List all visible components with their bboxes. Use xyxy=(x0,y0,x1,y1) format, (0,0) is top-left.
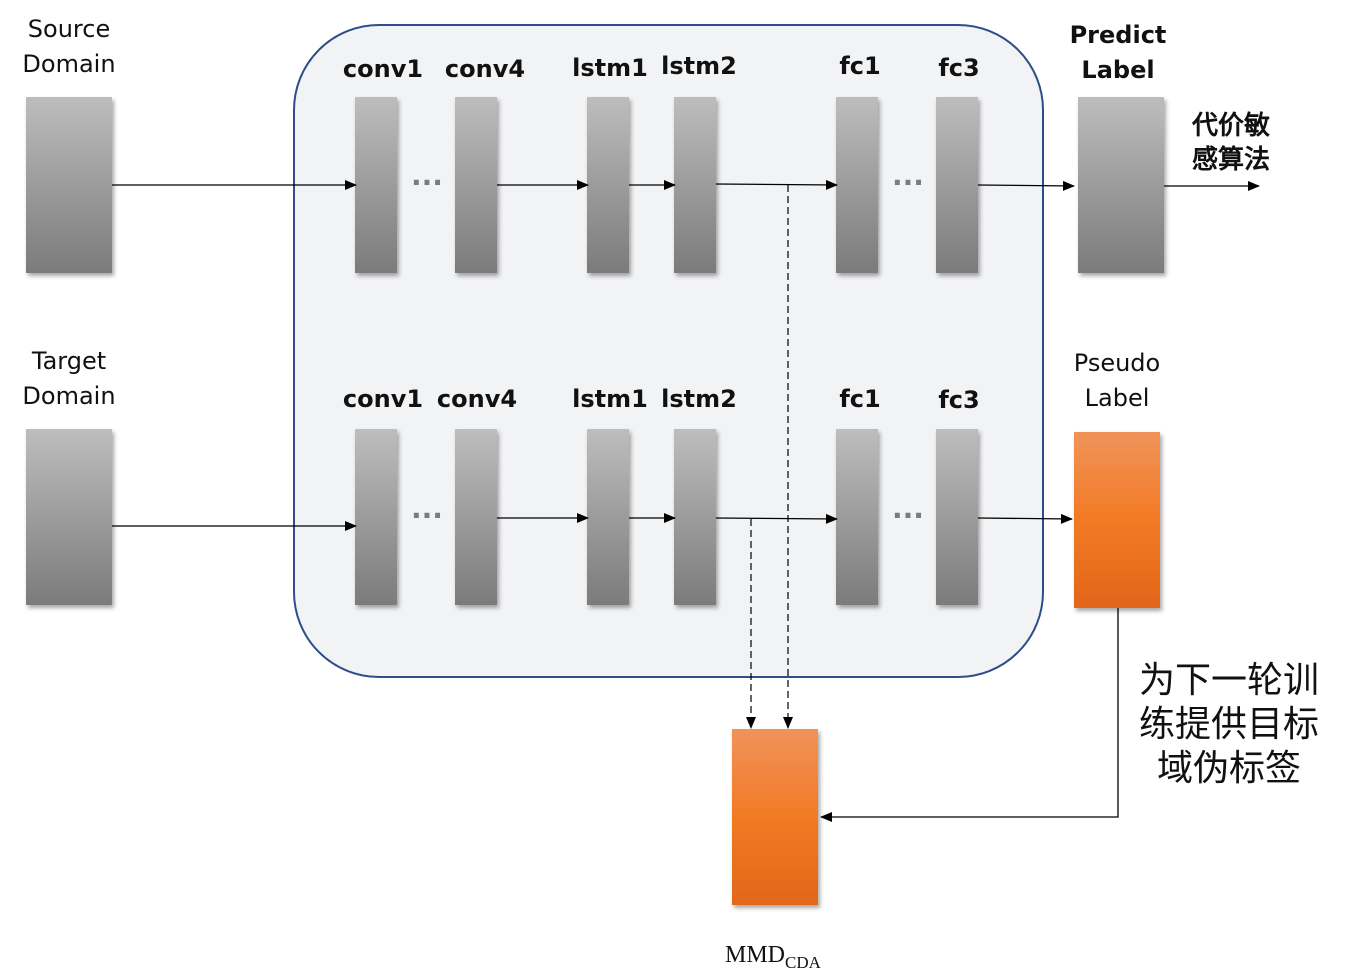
top-ellipsis-1: ··· xyxy=(411,166,443,199)
bottom-fc1-block xyxy=(836,429,878,605)
bottom-lstm2-block xyxy=(674,429,716,605)
pseudo-note-line-2: 练提供目标 xyxy=(1139,704,1319,745)
bottom-conv4-block xyxy=(455,429,497,605)
top-fc1-label: fc1 xyxy=(839,52,880,80)
bottom-ellipsis-2: ··· xyxy=(892,499,924,532)
source-domain-label-1: Source xyxy=(28,15,110,43)
cost-sensitive-line-2: 感算法 xyxy=(1192,144,1270,175)
arrow-top-fc3-to-predict xyxy=(977,180,1075,191)
arrow-bottom-fc3-to-pseudo xyxy=(977,513,1073,524)
bottom-fc3-block xyxy=(936,429,978,605)
arrow-pseudo-to-mmd xyxy=(820,608,1119,822)
pseudo-label-line-2: Label xyxy=(1085,384,1150,412)
top-ellipsis-2: ··· xyxy=(892,166,924,199)
top-lstm1-block xyxy=(587,97,629,273)
bottom-lstm1-block xyxy=(587,429,629,605)
top-conv4-block xyxy=(455,97,497,273)
bottom-fc1-label: fc1 xyxy=(839,385,880,413)
bottom-conv4-label: conv4 xyxy=(437,385,517,413)
bottom-lstm1-label: lstm1 xyxy=(572,385,648,413)
target-domain-block xyxy=(26,429,112,605)
bottom-ellipsis-1: ··· xyxy=(411,499,443,532)
top-lstm2-label: lstm2 xyxy=(661,52,737,80)
top-conv4-label: conv4 xyxy=(445,55,525,83)
predict-label-block xyxy=(1078,97,1164,273)
arrow-top-lstm2-to-fc1 xyxy=(715,179,838,190)
network-container xyxy=(293,24,1044,678)
source-domain-block xyxy=(26,97,112,273)
bottom-conv1-label: conv1 xyxy=(343,385,423,413)
top-fc3-label: fc3 xyxy=(938,54,979,82)
top-conv1-block xyxy=(355,97,397,273)
bottom-fc3-label: fc3 xyxy=(938,386,979,414)
target-domain-label-1: Target xyxy=(31,347,106,375)
bottom-conv1-block xyxy=(355,429,397,605)
top-fc3-block xyxy=(936,97,978,273)
pseudo-note-line-1: 为下一轮训 xyxy=(1139,660,1319,701)
predict-label-line-2: Label xyxy=(1081,56,1154,84)
pseudo-label-line-1: Pseudo xyxy=(1074,349,1160,377)
target-domain-label-2: Domain xyxy=(22,382,115,410)
pseudo-label-block xyxy=(1074,432,1160,608)
arrow-bottom-lstm2-to-fc1 xyxy=(715,513,838,524)
bottom-lstm2-label: lstm2 xyxy=(661,385,737,413)
mmd-block xyxy=(732,729,818,905)
pseudo-note-line-3: 域伪标签 xyxy=(1157,748,1301,789)
top-fc1-block xyxy=(836,97,878,273)
top-lstm2-block xyxy=(674,97,716,273)
source-domain-label-2: Domain xyxy=(22,50,115,78)
mmd-label-main: MMD xyxy=(725,942,785,968)
cost-sensitive-line-1: 代价敏 xyxy=(1191,111,1270,141)
predict-label-line-1: Predict xyxy=(1070,21,1167,49)
mmd-label-sub: CDA xyxy=(785,953,822,972)
mmd-label: MMDCDA xyxy=(725,942,822,972)
top-lstm1-label: lstm1 xyxy=(572,54,648,82)
top-conv1-label: conv1 xyxy=(343,55,423,83)
